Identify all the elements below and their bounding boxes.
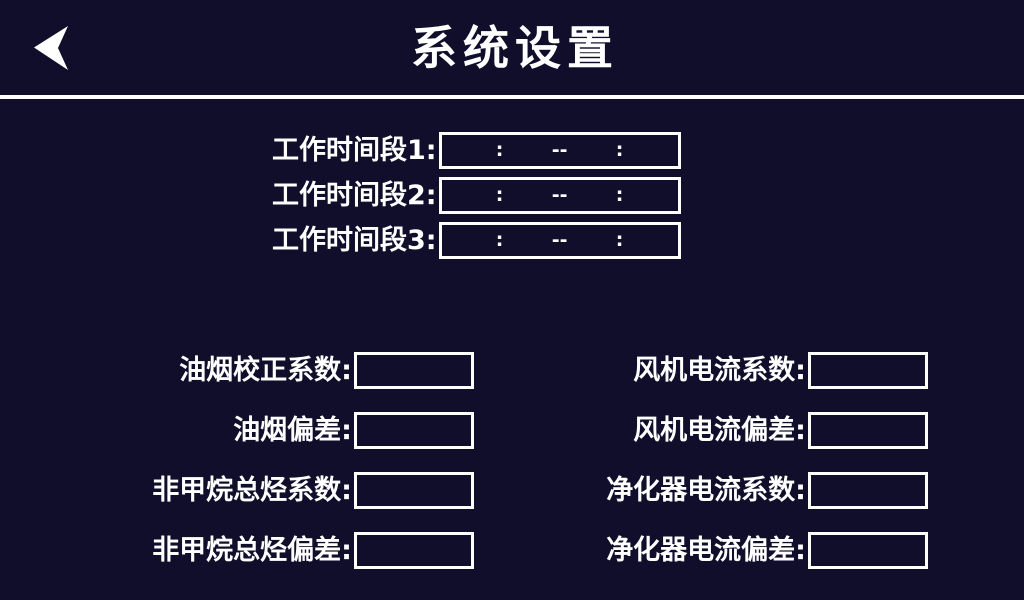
param-input-oil-smoke-offset[interactable] bbox=[354, 411, 474, 449]
work-time-input-1[interactable]: : -- : bbox=[438, 132, 681, 169]
work-time-value-1: : -- : bbox=[457, 141, 663, 160]
end-colon-3: : bbox=[615, 229, 624, 251]
param-row-2: 油烟偏差: 风机电流偏差: bbox=[0, 400, 1024, 460]
end-colon-1: : bbox=[615, 139, 624, 161]
param-cell-oil-smoke-coefficient: 油烟校正系数: bbox=[0, 351, 512, 389]
header-bar: 系统设置 bbox=[0, 0, 1024, 95]
param-row-4: 非甲烷总烃偏差: 净化器电流偏差: bbox=[0, 520, 1024, 580]
param-cell-fan-current-offset: 风机电流偏差: bbox=[512, 411, 1024, 449]
work-time-label-1: 工作时间段1: bbox=[272, 135, 437, 166]
page-title: 系统设置 bbox=[411, 20, 619, 75]
back-button[interactable] bbox=[14, 14, 86, 82]
param-label-purifier-current-offset: 净化器电流偏差: bbox=[606, 534, 806, 566]
header-divider bbox=[0, 95, 1024, 99]
start-colon-1: : bbox=[495, 139, 504, 161]
param-cell-fan-current-coefficient: 风机电流系数: bbox=[512, 351, 1024, 389]
param-input-oil-smoke-coefficient[interactable] bbox=[354, 351, 474, 389]
param-label-nmhc-coefficient: 非甲烷总烃系数: bbox=[152, 474, 352, 506]
work-time-row-1: 工作时间段1: : -- : bbox=[0, 128, 1024, 173]
work-time-row-2: 工作时间段2: : -- : bbox=[0, 173, 1024, 218]
param-input-fan-current-coefficient[interactable] bbox=[808, 351, 928, 389]
work-time-row-3: 工作时间段3: : -- : bbox=[0, 218, 1024, 263]
work-time-label-3: 工作时间段3: bbox=[272, 225, 437, 256]
start-colon-3: : bbox=[495, 229, 504, 251]
range-separator-2: -- bbox=[551, 184, 568, 206]
param-label-fan-current-coefficient: 风机电流系数: bbox=[633, 354, 806, 386]
work-time-label-2: 工作时间段2: bbox=[272, 180, 437, 211]
work-time-input-3[interactable]: : -- : bbox=[438, 222, 681, 259]
param-cell-oil-smoke-offset: 油烟偏差: bbox=[0, 411, 512, 449]
param-cell-purifier-current-coefficient: 净化器电流系数: bbox=[512, 471, 1024, 509]
end-colon-2: : bbox=[615, 184, 624, 206]
work-time-value-3: : -- : bbox=[457, 231, 663, 250]
calibration-params-section: 油烟校正系数: 风机电流系数: 油烟偏差: 风机电流偏差: 非甲烷总烃系数: bbox=[0, 340, 1024, 580]
param-input-fan-current-offset[interactable] bbox=[808, 411, 928, 449]
param-cell-purifier-current-offset: 净化器电流偏差: bbox=[512, 531, 1024, 569]
param-label-nmhc-offset: 非甲烷总烃偏差: bbox=[152, 534, 352, 566]
param-label-oil-smoke-coefficient: 油烟校正系数: bbox=[179, 354, 352, 386]
param-input-nmhc-offset[interactable] bbox=[354, 531, 474, 569]
param-row-1: 油烟校正系数: 风机电流系数: bbox=[0, 340, 1024, 400]
work-time-value-2: : -- : bbox=[457, 186, 663, 205]
start-colon-2: : bbox=[495, 184, 504, 206]
param-input-purifier-current-coefficient[interactable] bbox=[808, 471, 928, 509]
param-cell-nmhc-offset: 非甲烷总烃偏差: bbox=[0, 531, 512, 569]
work-time-section: 工作时间段1: : -- : 工作时间段2: : bbox=[0, 128, 1024, 263]
param-label-fan-current-offset: 风机电流偏差: bbox=[633, 414, 806, 446]
back-arrow-icon bbox=[20, 18, 80, 78]
param-cell-nmhc-coefficient: 非甲烷总烃系数: bbox=[0, 471, 512, 509]
range-separator-3: -- bbox=[551, 229, 568, 251]
param-input-purifier-current-offset[interactable] bbox=[808, 531, 928, 569]
range-separator-1: -- bbox=[551, 139, 568, 161]
param-row-3: 非甲烷总烃系数: 净化器电流系数: bbox=[0, 460, 1024, 520]
param-label-purifier-current-coefficient: 净化器电流系数: bbox=[606, 474, 806, 506]
param-label-oil-smoke-offset: 油烟偏差: bbox=[233, 414, 352, 446]
work-time-input-2[interactable]: : -- : bbox=[438, 177, 681, 214]
param-input-nmhc-coefficient[interactable] bbox=[354, 471, 474, 509]
